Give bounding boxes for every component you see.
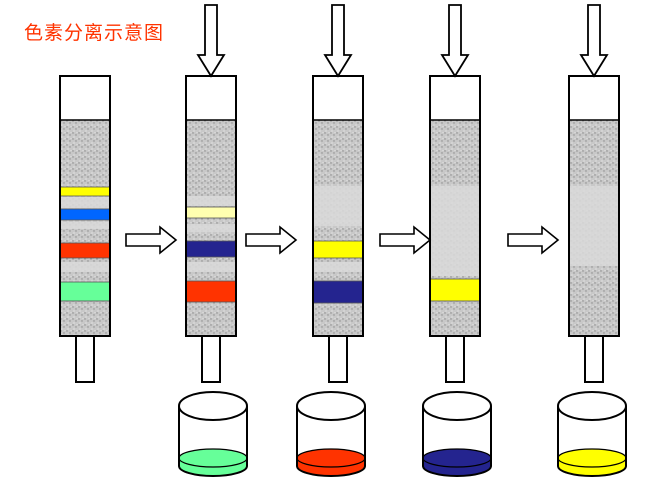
- band-pale_yellow: [185, 206, 237, 219]
- beaker-yellow: [557, 391, 627, 477]
- liquid-surface: [557, 448, 627, 468]
- outlet-tube: [445, 335, 465, 383]
- band-green: [59, 281, 111, 302]
- packing-gap: [431, 186, 479, 276]
- solvent-arrow-icon: [440, 4, 470, 78]
- band-navy: [185, 240, 237, 258]
- column-packing: [313, 120, 363, 336]
- beaker-navy: [422, 391, 492, 477]
- beaker-red: [296, 391, 366, 477]
- column-head: [60, 76, 110, 120]
- packing-gap: [570, 186, 618, 266]
- packing-gap: [314, 186, 362, 226]
- outlet-tube: [201, 335, 221, 383]
- band-yellow: [429, 278, 481, 302]
- column-4: [429, 4, 481, 383]
- packing-gap: [187, 262, 235, 272]
- packing-gap: [61, 222, 109, 229]
- outlet-tube: [584, 335, 604, 383]
- column-head: [569, 76, 619, 120]
- step-arrow-icon: [125, 225, 178, 255]
- column-3: [312, 4, 364, 383]
- beaker-green: [178, 391, 248, 477]
- column-head: [430, 76, 480, 120]
- beaker-rim: [557, 391, 627, 421]
- band-red: [185, 280, 237, 303]
- packing-gap: [61, 262, 109, 272]
- band-blue: [59, 208, 111, 221]
- beaker-wall: [178, 406, 248, 477]
- beaker-rim: [178, 391, 248, 421]
- column-head: [186, 76, 236, 120]
- beaker-rim: [296, 391, 366, 421]
- column-1-initial: [59, 75, 111, 383]
- column-2: [185, 4, 237, 383]
- packing-gap: [61, 197, 109, 208]
- band-yellow: [312, 240, 364, 259]
- solvent-arrow-icon: [196, 4, 226, 78]
- column-head: [313, 76, 363, 120]
- liquid-surface: [178, 448, 248, 468]
- packing-gap: [187, 224, 235, 232]
- band-red: [59, 242, 111, 259]
- beaker-wall: [557, 406, 627, 477]
- band-yellow: [59, 186, 111, 197]
- beaker-rim: [422, 391, 492, 421]
- outlet-tube: [75, 335, 95, 383]
- diagram-title: 色素分离示意图: [24, 22, 165, 44]
- step-arrow-icon: [379, 225, 432, 255]
- column-5: [568, 4, 620, 383]
- column-outline: [59, 75, 111, 337]
- beaker-wall: [422, 406, 492, 477]
- liquid-surface: [422, 448, 492, 468]
- packing-gap: [187, 196, 235, 206]
- beaker-wall: [296, 406, 366, 477]
- solvent-arrow-icon: [579, 4, 609, 78]
- liquid-surface: [296, 448, 366, 468]
- outlet-tube: [328, 335, 348, 383]
- step-arrow-icon: [245, 225, 298, 255]
- band-navy: [312, 280, 364, 304]
- packing-gap: [314, 262, 362, 272]
- solvent-arrow-icon: [323, 4, 353, 78]
- step-arrow-icon: [507, 225, 560, 255]
